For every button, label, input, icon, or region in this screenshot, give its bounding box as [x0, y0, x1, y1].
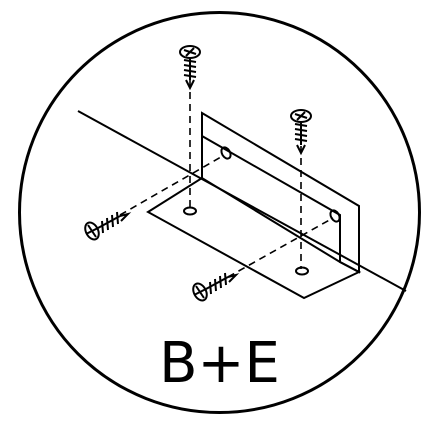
angle-bracket [148, 113, 359, 298]
diagram-label: B+E [159, 331, 280, 396]
screw-left [82, 212, 128, 242]
screw-bottom [190, 273, 236, 303]
